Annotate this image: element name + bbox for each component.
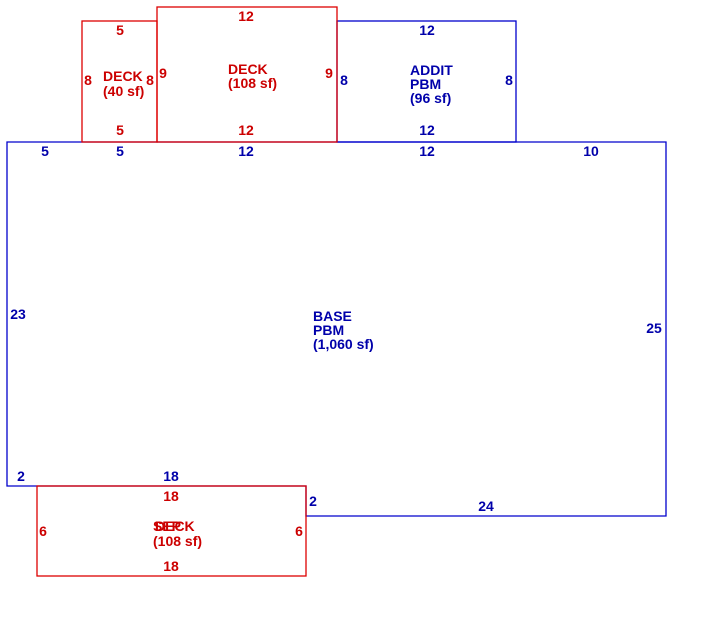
dim-addit-top: 12 bbox=[419, 22, 435, 38]
dim-addit-bottom: 12 bbox=[419, 122, 435, 138]
deck-top-outline bbox=[156, 6, 338, 143]
deck-small-area: (40 sf) bbox=[103, 83, 144, 99]
dim-deck-bottom-top: 18 bbox=[163, 488, 179, 504]
dim-base-bottom-right: 24 bbox=[478, 498, 494, 514]
dim-deck-bottom-right: 6 bbox=[295, 523, 303, 539]
dim-base-top-c: 12 bbox=[238, 143, 254, 159]
dim-deck-small-top: 5 bbox=[116, 22, 124, 38]
dim-deck-top-left: 9 bbox=[159, 65, 167, 81]
addit-title: ADDIT bbox=[410, 62, 453, 78]
dim-addit-left: 8 bbox=[340, 72, 348, 88]
dim-base-left: 23 bbox=[10, 306, 26, 322]
dim-deck-top-bottom: 12 bbox=[238, 122, 254, 138]
deck-top-area: (108 sf) bbox=[228, 75, 277, 91]
deck-small-label: DECK (40 sf) bbox=[103, 68, 144, 99]
dim-deck-small-right: 8 bbox=[146, 72, 154, 88]
base-subtitle: PBM bbox=[313, 322, 344, 338]
dimension-labels: 5 8 8 5 12 9 9 12 12 8 8 12 5 5 12 12 10… bbox=[10, 8, 662, 574]
dim-addit-right: 8 bbox=[505, 72, 513, 88]
base-pbm-label: BASE PBM (1,060 sf) bbox=[313, 308, 374, 352]
deck-top-label: DECK (108 sf) bbox=[228, 61, 277, 91]
dim-base-bottom-left: 2 bbox=[17, 468, 25, 484]
dim-deck-small-bottom: 5 bbox=[116, 122, 124, 138]
addit-pbm-label: ADDIT PBM (96 sf) bbox=[410, 62, 453, 106]
deck-bottom-label: SEP DECK (108 sf) bbox=[153, 518, 202, 549]
dim-base-top-b: 5 bbox=[116, 143, 124, 159]
base-title: BASE bbox=[313, 308, 352, 324]
deck-small-title: DECK bbox=[103, 68, 143, 84]
deck-bottom-area: (108 sf) bbox=[153, 533, 202, 549]
dim-deck-small-left: 8 bbox=[84, 72, 92, 88]
dim-deck-top-top: 12 bbox=[238, 8, 254, 24]
dim-base-top-a: 5 bbox=[41, 143, 49, 159]
addit-area: (96 sf) bbox=[410, 90, 451, 106]
base-area: (1,060 sf) bbox=[313, 336, 374, 352]
deck-bottom-overlap-text: SEP bbox=[153, 518, 181, 534]
addit-subtitle: PBM bbox=[410, 76, 441, 92]
deck-bottom-title: DECK bbox=[155, 518, 195, 534]
dim-base-top-d: 12 bbox=[419, 143, 435, 159]
deck-bottom-outline bbox=[36, 485, 307, 577]
dim-deck-bottom-left: 6 bbox=[39, 523, 47, 539]
deck-top-title: DECK bbox=[228, 61, 268, 77]
dim-base-bottom-mid: 18 bbox=[163, 468, 179, 484]
dim-base-step: 2 bbox=[309, 493, 317, 509]
dim-base-top-e: 10 bbox=[583, 143, 599, 159]
dim-deck-bottom-bottom: 18 bbox=[163, 558, 179, 574]
dim-deck-top-right: 9 bbox=[325, 65, 333, 81]
dim-base-right: 25 bbox=[646, 320, 662, 336]
